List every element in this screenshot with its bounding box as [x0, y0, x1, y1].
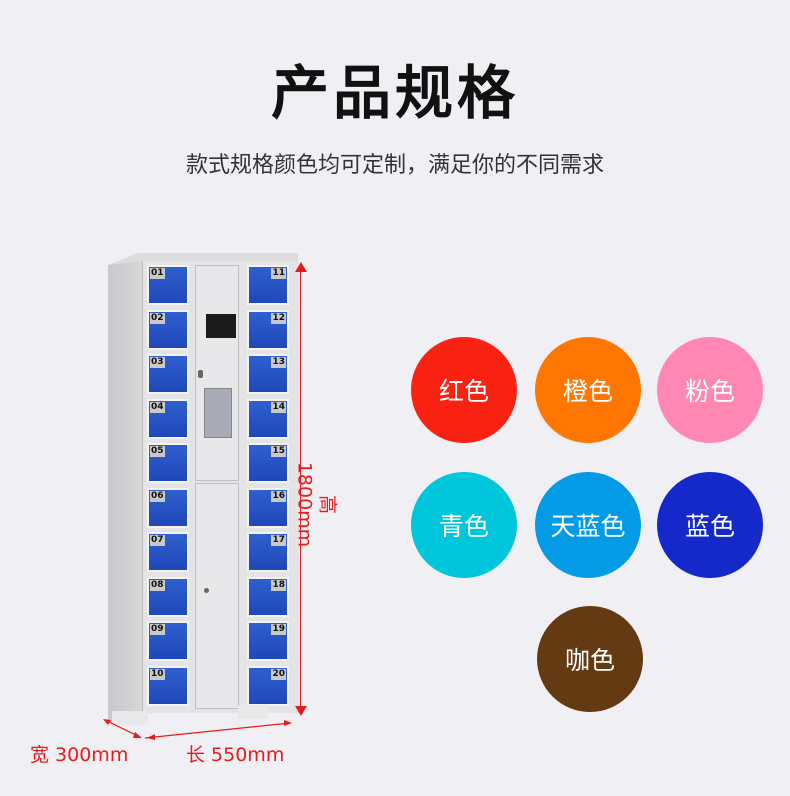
color-swatch-coffee[interactable]: 咖色 — [537, 606, 643, 712]
door-number: 12 — [271, 312, 286, 324]
keyhole-icon — [204, 588, 209, 593]
door-number: 18 — [271, 579, 286, 591]
color-label: 粉色 — [684, 377, 735, 406]
page-title: 产品规格 — [270, 59, 519, 127]
door-number: 11 — [271, 268, 286, 279]
color-swatch-pink[interactable]: 粉色 — [657, 337, 763, 443]
color-swatch-blue[interactable]: 蓝色 — [657, 472, 763, 578]
door-number: 07 — [150, 535, 165, 546]
locker-door: 14 — [247, 398, 289, 439]
color-swatch-red[interactable]: 红色 — [411, 337, 517, 443]
locker-door: 10 — [147, 665, 189, 706]
control-panel-door — [195, 265, 239, 481]
color-label: 橙色 — [562, 377, 613, 406]
color-label: 青色 — [438, 512, 489, 541]
base-dimension-arrows — [103, 719, 292, 740]
instruction-label — [204, 388, 232, 438]
locker-door: 13 — [247, 354, 289, 394]
cabinet-foot — [238, 705, 268, 719]
locker-door: 07 — [147, 532, 189, 572]
color-swatch-cyan[interactable]: 青色 — [411, 472, 517, 578]
door-number: 01 — [150, 268, 165, 279]
door-number: 06 — [150, 490, 165, 502]
door-number: 15 — [271, 446, 286, 457]
door-number: 04 — [150, 401, 165, 413]
locker-door: 20 — [247, 665, 289, 706]
page-subtitle: 款式规格颜色均可定制，满足你的不同需求 — [185, 153, 604, 178]
locker-door: 09 — [147, 621, 189, 661]
locker-door: 01 — [147, 265, 189, 305]
locker-door: 03 — [147, 354, 189, 394]
color-label: 红色 — [438, 377, 489, 406]
door-number: 16 — [271, 490, 286, 502]
door-number: 17 — [271, 535, 286, 546]
cabinet-foot — [112, 711, 148, 725]
color-label: 咖色 — [564, 646, 615, 675]
lower-storage-door — [195, 483, 239, 709]
locker-door: 08 — [147, 576, 189, 617]
locker-door: 17 — [247, 532, 289, 572]
touch-screen — [206, 314, 236, 338]
door-number: 13 — [271, 357, 286, 368]
height-dimension-line — [300, 268, 301, 708]
color-swatch-orange[interactable]: 橙色 — [535, 337, 641, 443]
locker-door: 02 — [147, 309, 189, 350]
door-number: 05 — [150, 446, 165, 457]
height-label: 高 1800mm — [293, 461, 339, 548]
locker-door: 12 — [247, 309, 289, 350]
door-number: 08 — [150, 579, 165, 591]
locker-door: 05 — [147, 443, 189, 483]
door-number: 20 — [271, 668, 286, 680]
locker-door: 16 — [247, 487, 289, 528]
door-number: 03 — [150, 357, 165, 368]
cabinet-front: 01 02 03 04 05 06 07 08 09 10 11 12 13 14 15 16 17 18 19 2… — [142, 261, 299, 713]
lock-icon — [198, 370, 203, 378]
locker-door: 04 — [147, 398, 189, 439]
width-label: 宽 300mm — [30, 744, 129, 766]
locker-door: 11 — [247, 265, 289, 305]
locker-door: 15 — [247, 443, 289, 483]
locker-cabinet-image: 01 02 03 04 05 06 07 08 09 10 11 12 13 14 15 16 17 18 19 2… — [108, 253, 299, 725]
locker-door: 06 — [147, 487, 189, 528]
arrow-down-icon — [295, 706, 307, 716]
arrow-up-icon — [295, 262, 307, 272]
door-number: 10 — [150, 668, 165, 680]
locker-door: 19 — [247, 621, 289, 661]
color-label: 蓝色 — [684, 512, 735, 541]
color-label: 天蓝色 — [550, 512, 626, 541]
length-label: 长 550mm — [186, 744, 285, 766]
door-number: 09 — [150, 624, 165, 635]
locker-door: 18 — [247, 576, 289, 617]
cabinet-side — [108, 261, 146, 723]
door-number: 14 — [271, 401, 286, 413]
door-number: 19 — [271, 624, 286, 635]
door-number: 02 — [150, 312, 165, 324]
color-swatch-sky-blue[interactable]: 天蓝色 — [535, 472, 641, 578]
